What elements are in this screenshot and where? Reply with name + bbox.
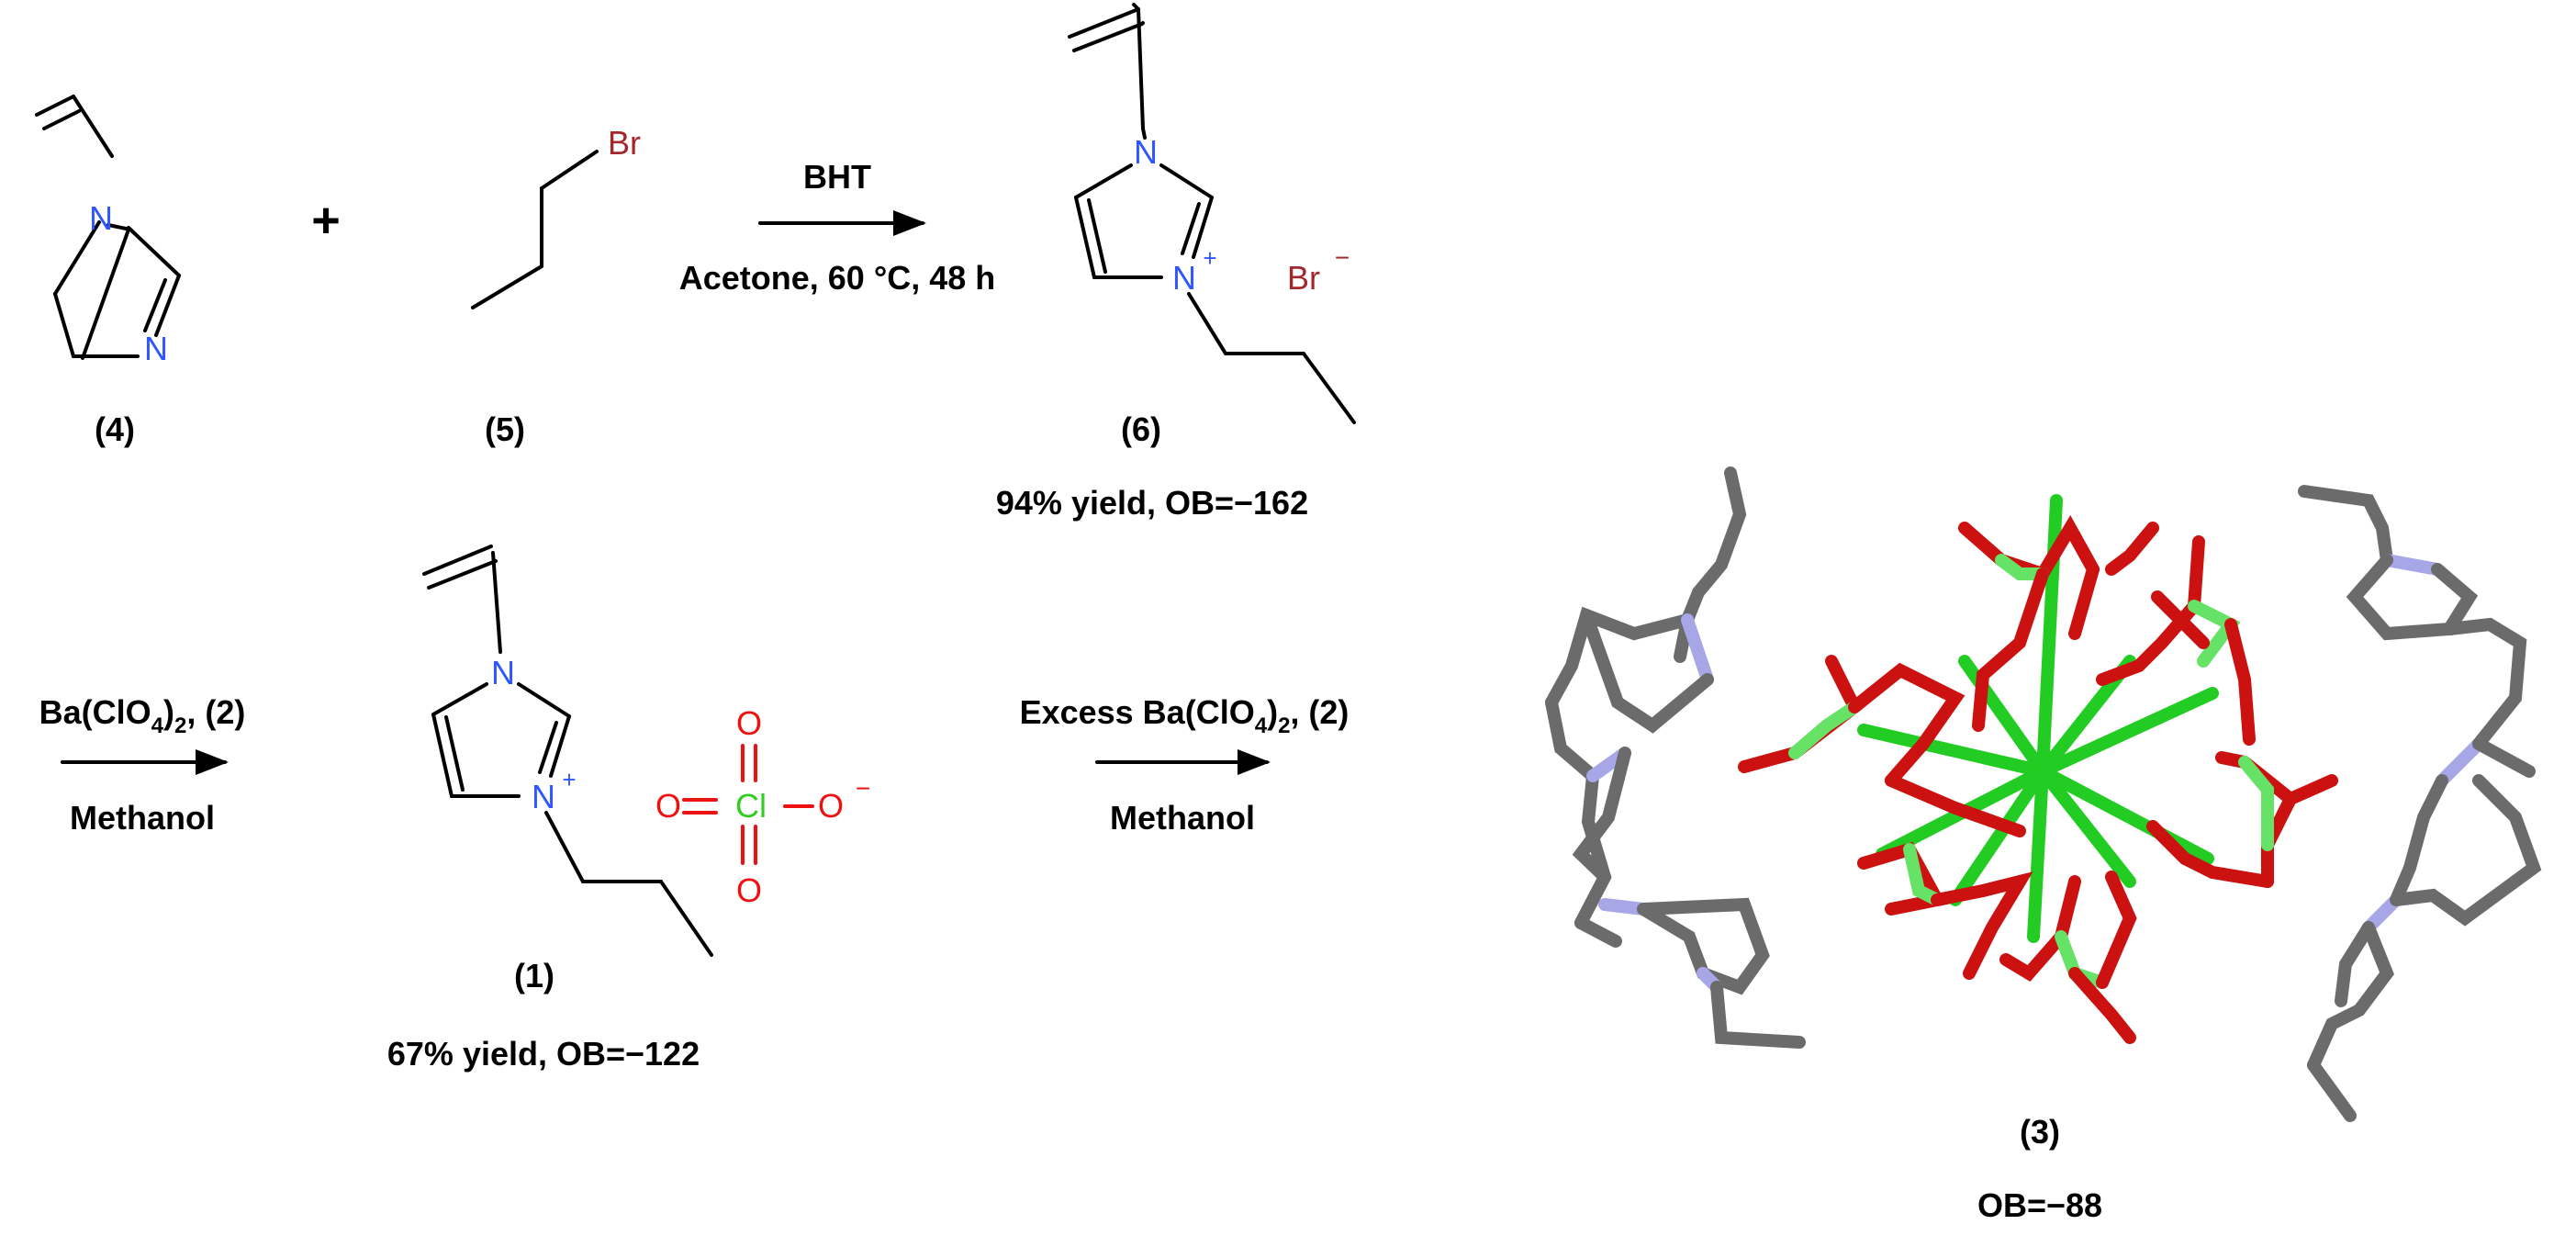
arrow-3-reagent: Excess Ba(ClO4)2, (2) <box>1020 693 1350 738</box>
compound-1-yield: 67% yield, OB=−122 <box>387 1035 700 1073</box>
compound-6-structure: N N + Br − <box>1068 3 1356 424</box>
plus-sign: + <box>311 193 341 248</box>
arrow-2-reagent: Ba(ClO4)2, (2) <box>39 693 246 738</box>
perchlorate-anion: O O Cl O − O <box>655 704 870 909</box>
compound-1-plus-charge: + <box>562 766 576 793</box>
compound-1-label: (1) <box>514 957 554 994</box>
left-cations <box>1545 466 1806 1049</box>
reaction-arrow-2: Ba(ClO4)2, (2) Methanol <box>39 693 246 837</box>
arrow-3-solvent: Methanol <box>1110 799 1255 837</box>
perchlorate-o-bottom: O <box>736 871 762 909</box>
perchlorate-minus-charge: − <box>856 774 870 803</box>
compound-4-n1-atom: N <box>89 199 113 237</box>
compound-3-ob: OB=−88 <box>1977 1186 2102 1224</box>
compound-4-n3-atom: N <box>144 330 168 367</box>
compound-3-crystal-structure <box>1545 466 2542 1122</box>
perchlorate-o-left: O <box>655 787 681 825</box>
compound-6-minus-charge: − <box>1335 243 1350 272</box>
compound-6-n1-atom: N <box>1134 133 1158 171</box>
compound-1-structure: N N + O O Cl O − O <box>422 545 870 957</box>
compound-6-label: (6) <box>1121 410 1161 448</box>
perchlorate-o-right: O <box>818 787 844 825</box>
compound-5-br-atom: Br <box>608 124 641 162</box>
compound-1-n3-atom: N <box>532 778 555 815</box>
central-barium-perchlorate-cluster <box>1738 494 2338 1044</box>
arrow-1-reagent: BHT <box>803 158 871 196</box>
compound-6-br-anion: Br <box>1287 259 1320 297</box>
compound-3-label: (3) <box>2020 1113 2060 1151</box>
compound-1-n1-atom: N <box>491 654 515 691</box>
compound-6-plus-charge: + <box>1203 244 1216 272</box>
arrow-2-solvent: Methanol <box>70 799 215 837</box>
compound-5-structure: Br <box>471 124 641 309</box>
perchlorate-o-top: O <box>736 704 762 742</box>
compound-4-label: (4) <box>95 410 135 448</box>
reaction-arrow-3: Excess Ba(ClO4)2, (2) Methanol <box>1020 693 1350 837</box>
compound-6-yield: 94% yield, OB=−162 <box>996 484 1308 522</box>
arrow-1-conditions: Acetone, 60 °C, 48 h <box>679 259 996 297</box>
reaction-arrow-1: BHT Acetone, 60 °C, 48 h <box>679 158 996 297</box>
right-cations <box>2298 485 2542 1122</box>
compound-5-label: (5) <box>485 410 525 448</box>
compound-6-n3-atom: N <box>1172 259 1196 297</box>
compound-4-structure: N N <box>35 95 181 367</box>
perchlorate-cl-atom: Cl <box>735 787 767 825</box>
